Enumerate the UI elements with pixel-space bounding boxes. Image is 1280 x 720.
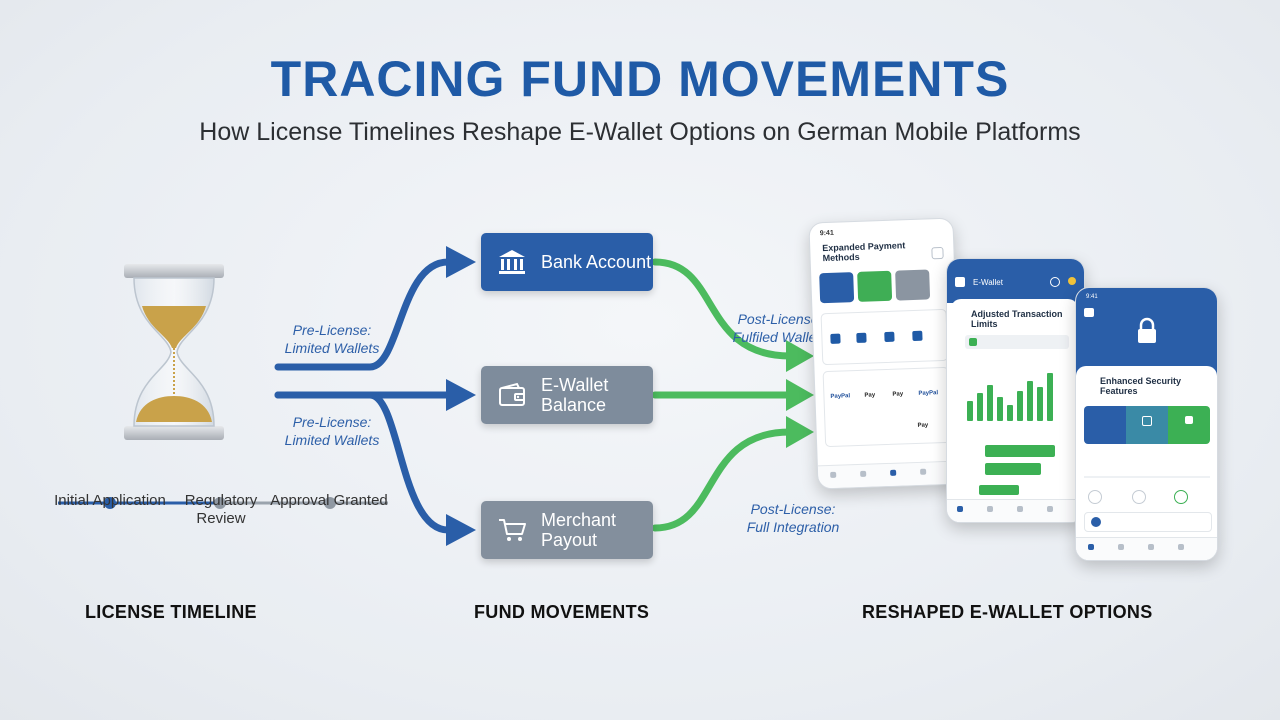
page-title: TRACING FUND MOVEMENTS [270,51,1010,107]
phone3-navbar [1076,537,1217,560]
security-tile-2 [1126,406,1168,444]
ewallet-balance-box: E-Wallet Balance [481,366,653,424]
phone1-navbar [817,460,962,489]
milestone-initial-application: Initial Application [54,492,166,509]
security-tile-3 [1168,406,1210,444]
phone-enhanced-security-features: 9:41 Enhanced Security Features [1075,287,1218,561]
timeline-dot-initial [104,497,116,509]
limits-bar-chart [965,365,1061,421]
post-license-label-2: Post-License: Full Integration [746,501,840,535]
arrow-merchant-to-phone [651,428,794,532]
merchant-payout-box: Merchant Payout [481,501,653,559]
phone-adjusted-transaction-limits: E-Wallet Adjusted Transaction Limits [946,258,1085,523]
ewallet-balance-label: E-Wallet Balance [541,375,609,415]
wallets-card: PayPal Pay Pay PayPal Pay [822,366,952,448]
brand-pay-2: Pay [892,391,904,398]
phone3-body: Enhanced Security Features [1076,366,1217,560]
phone3-status-time: 9:41 [1086,294,1098,300]
brand-paypal-2: PayPal [918,390,939,397]
phone2-header-title: E-Wallet [973,278,1003,287]
pre-license-label-2: Pre-License: Limited Wallets [284,414,380,448]
phone2-title: Adjusted Transaction Limits [971,309,1063,329]
bell-icon [931,246,944,260]
limit-bar-2 [985,463,1041,475]
bank-account-box: Bank Account [481,233,653,291]
lock-icon [1138,317,1156,343]
menu-icon-2 [1084,308,1094,317]
brand-paypal-1: PayPal [830,393,851,400]
menu-icon [955,277,965,287]
limit-pill [965,335,1069,349]
timeline-dot-review [214,497,226,509]
add-icon [1050,277,1060,287]
method-tile-3 [895,269,931,301]
bank-icon [499,250,525,274]
bank-account-label: Bank Account [541,252,652,272]
method-tile-1 [819,272,855,304]
phone-expanded-payment-methods: 9:41 Expanded Payment Methods PayPal Pay… [808,217,963,490]
merchant-payout-label: Merchant Payout [541,510,617,550]
arrow-to-bank [274,258,452,371]
pre-license-label-1: Pre-License: Limited Wallets [284,322,380,356]
milestone-approval-granted: Approval Granted [270,492,388,509]
page-subtitle: How License Timelines Reshape E-Wallet O… [199,118,1081,146]
fund-flow-arrows [274,246,814,546]
security-tile-1 [1084,406,1126,444]
phone2-header: E-Wallet [947,259,1084,303]
phone3-title: Enhanced Security Features [1100,376,1182,396]
brand-pay-1: Pay [864,392,876,399]
phone1-title: Expanded Payment Methods [822,240,906,264]
arrow-to-merchant [274,391,452,534]
section-reshaped-ewallet-options: RESHAPED E-WALLET OPTIONS [862,602,1153,622]
phone2-navbar [947,499,1084,522]
brand-pay-3: Pay [917,422,929,429]
arrow-bank-to-phone [651,258,794,360]
phone3-header: 9:41 [1076,288,1217,376]
section-fund-movements: FUND MOVEMENTS [474,602,650,622]
limit-bar-3 [979,485,1019,495]
section-license-timeline: LICENSE TIMELINE [85,602,257,622]
shopping-cart-icon [499,519,526,541]
wallet-icon [499,382,525,406]
methods-card [820,308,949,366]
timeline-dot-approval [324,497,336,509]
phone2-body: Adjusted Transaction Limits [951,299,1078,522]
limit-bar-1 [985,445,1055,457]
license-timeline [58,497,388,509]
notification-icon [1068,277,1076,285]
milestone-regulatory-review: Regulatory Review [184,492,258,527]
method-tile-2 [857,270,893,302]
hourglass-icon [124,264,224,440]
post-license-label-1: Post-License: Fulfiled Wallets [732,311,828,345]
